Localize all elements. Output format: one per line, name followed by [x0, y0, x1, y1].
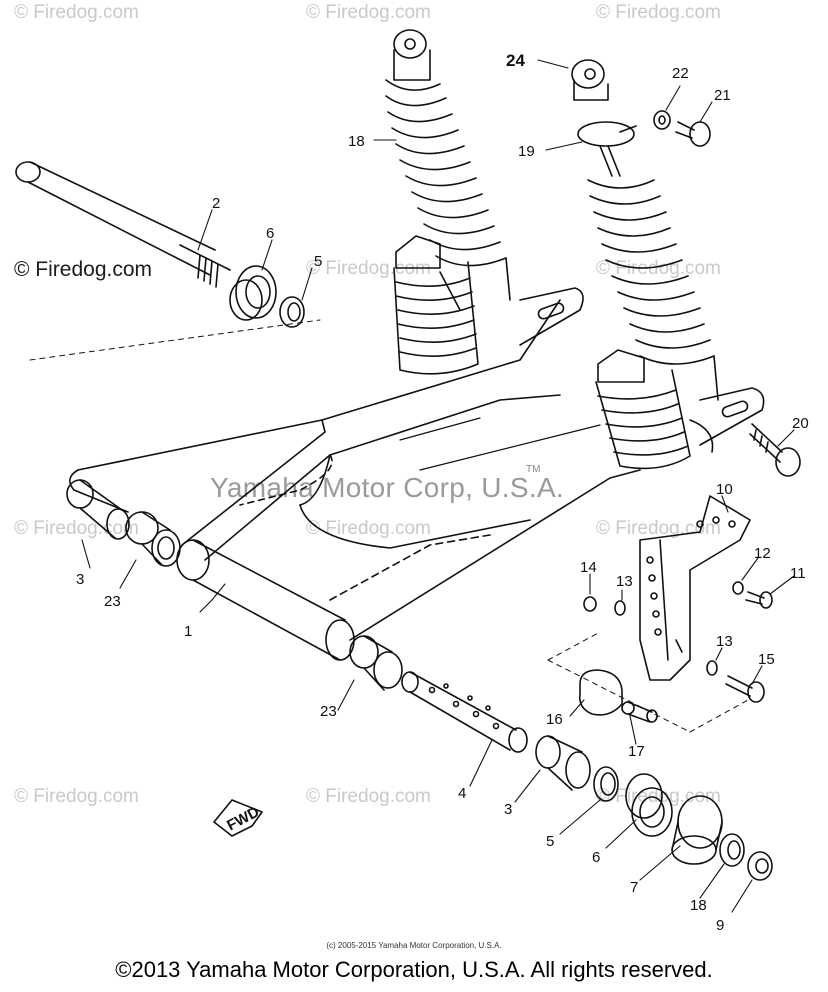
watermark: © Firedog.com — [14, 786, 139, 807]
chain-guide-bracket — [639, 495, 751, 681]
watermark: © Firedog.com — [306, 786, 431, 807]
part-number: 15 — [758, 651, 775, 668]
bushing-right — [535, 735, 591, 791]
bolt-21 — [675, 121, 711, 147]
part-number: 11 — [790, 565, 806, 582]
cap-right — [671, 795, 723, 865]
part-number: 16 — [546, 711, 563, 728]
part-number: 6 — [592, 849, 600, 866]
part-number: 18 — [690, 897, 707, 914]
pivot-shaft — [401, 671, 528, 753]
part-number: 10 — [716, 481, 733, 498]
bolt-15 — [725, 675, 765, 703]
fwd-arrow — [213, 799, 263, 837]
shock-absorber-right — [571, 59, 719, 470]
pin-17 — [621, 701, 658, 723]
rubber-block-16 — [578, 669, 623, 716]
washer-left — [279, 296, 305, 328]
part-number: 24 — [506, 51, 525, 70]
part-labels: 1 2 3 3 4 5 5 6 6 7 9 10 11 12 13 13 14 … — [76, 51, 809, 934]
firedog-watermark: © Firedog.com — [14, 258, 153, 281]
part-number: 1 — [184, 623, 192, 640]
part-number: 22 — [672, 65, 689, 82]
part-number: 9 — [716, 917, 724, 934]
watermark: © Firedog.com — [306, 518, 431, 539]
part-number: 21 — [714, 87, 731, 104]
part-number: 13 — [616, 573, 633, 590]
washer-12 — [732, 581, 744, 595]
watermark: © Firedog.com — [14, 2, 139, 23]
washer-22 — [653, 110, 671, 130]
nut-right — [747, 851, 773, 881]
bearing-left — [229, 265, 277, 321]
shock-absorber-left — [385, 29, 511, 375]
collar-left — [125, 511, 181, 567]
washer-13-lower — [706, 660, 718, 676]
collar-right — [349, 635, 403, 691]
washer-right — [593, 766, 619, 802]
seal-right — [719, 833, 745, 867]
part-number: 5 — [546, 833, 554, 850]
bolt-11 — [745, 591, 773, 609]
bolt-20 — [749, 423, 801, 477]
part-number: 7 — [630, 879, 638, 896]
watermark: © Firedog.com — [596, 2, 721, 23]
part-number: 17 — [628, 743, 645, 760]
watermark: © Firedog.com — [596, 258, 721, 279]
copyright: ©2013 Yamaha Motor Corporation, U.S.A. A… — [115, 957, 713, 982]
part-number: 14 — [580, 559, 597, 576]
part-number: 4 — [458, 785, 466, 802]
washer-13-upper — [614, 600, 626, 616]
watermark: © Firedog.com — [306, 258, 431, 279]
part-number: 5 — [314, 253, 322, 270]
bearing-right — [625, 773, 673, 837]
part-number: 12 — [754, 545, 771, 562]
part-number: 6 — [266, 225, 274, 242]
tm-mark: TM — [526, 464, 541, 475]
nut-14 — [583, 596, 597, 612]
pivot-tube — [176, 539, 355, 661]
bushing-left — [66, 479, 130, 540]
copyright-small: (c) 2005-2015 Yamaha Motor Corporation, … — [326, 941, 502, 950]
part-number: 18 — [348, 133, 365, 150]
watermark: © Firedog.com — [306, 2, 431, 23]
part-number: 19 — [518, 143, 535, 160]
part-number: 13 — [716, 633, 733, 650]
part-number: 20 — [792, 415, 809, 432]
part-number: 3 — [76, 571, 84, 588]
part-number: 23 — [320, 703, 337, 720]
leader-lines — [81, 59, 795, 913]
axle-bolt — [15, 161, 231, 288]
part-number: 23 — [104, 593, 121, 610]
swing-arm — [69, 287, 765, 641]
part-number: 3 — [504, 801, 512, 818]
part-number: 2 — [212, 195, 220, 212]
